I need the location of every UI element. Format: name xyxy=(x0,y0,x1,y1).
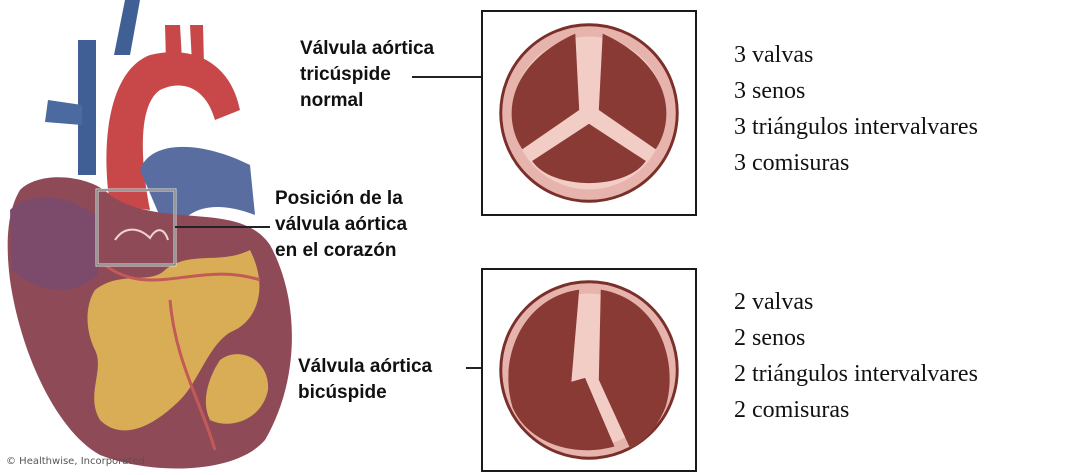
normal-valve-label: Válvula aórtica tricúspide normal xyxy=(300,36,434,114)
bicuspid-valve-box xyxy=(481,268,697,472)
position-leader-line xyxy=(175,226,270,228)
bicuspid-valve-leader-line xyxy=(466,367,482,369)
bicuspid-feature-list: 2 valvas 2 senos 2 triángulos intervalva… xyxy=(734,284,978,428)
pulmonary-vessel-left xyxy=(45,100,82,125)
aorta-branch xyxy=(165,25,182,62)
pulmonary-vein xyxy=(114,0,140,55)
aorta-branch-2 xyxy=(190,25,204,65)
bicuspid-valve-label: Válvula aórtica bicúspide xyxy=(298,354,432,406)
list-item: 2 comisuras xyxy=(734,392,978,428)
list-item: 2 valvas xyxy=(734,284,978,320)
list-item: 2 senos xyxy=(734,320,978,356)
heart-illustration xyxy=(0,0,320,475)
list-item: 3 valvas xyxy=(734,37,978,73)
right-atrium xyxy=(10,197,98,290)
position-label: Posición de la válvula aórtica en el cor… xyxy=(275,186,407,264)
normal-valve-leader-line xyxy=(412,76,482,78)
bicuspid-valve-diagram xyxy=(483,270,695,470)
tricuspid-valve-diagram xyxy=(483,12,695,214)
list-item: 2 triángulos intervalvares xyxy=(734,356,978,392)
list-item: 3 triángulos intervalvares xyxy=(734,109,978,145)
credit-text: © Healthwise, Incorporated xyxy=(6,456,145,467)
list-item: 3 senos xyxy=(734,73,978,109)
tricuspid-feature-list: 3 valvas 3 senos 3 triángulos intervalva… xyxy=(734,37,978,181)
tricuspid-valve-box xyxy=(481,10,697,216)
list-item: 3 comisuras xyxy=(734,145,978,181)
